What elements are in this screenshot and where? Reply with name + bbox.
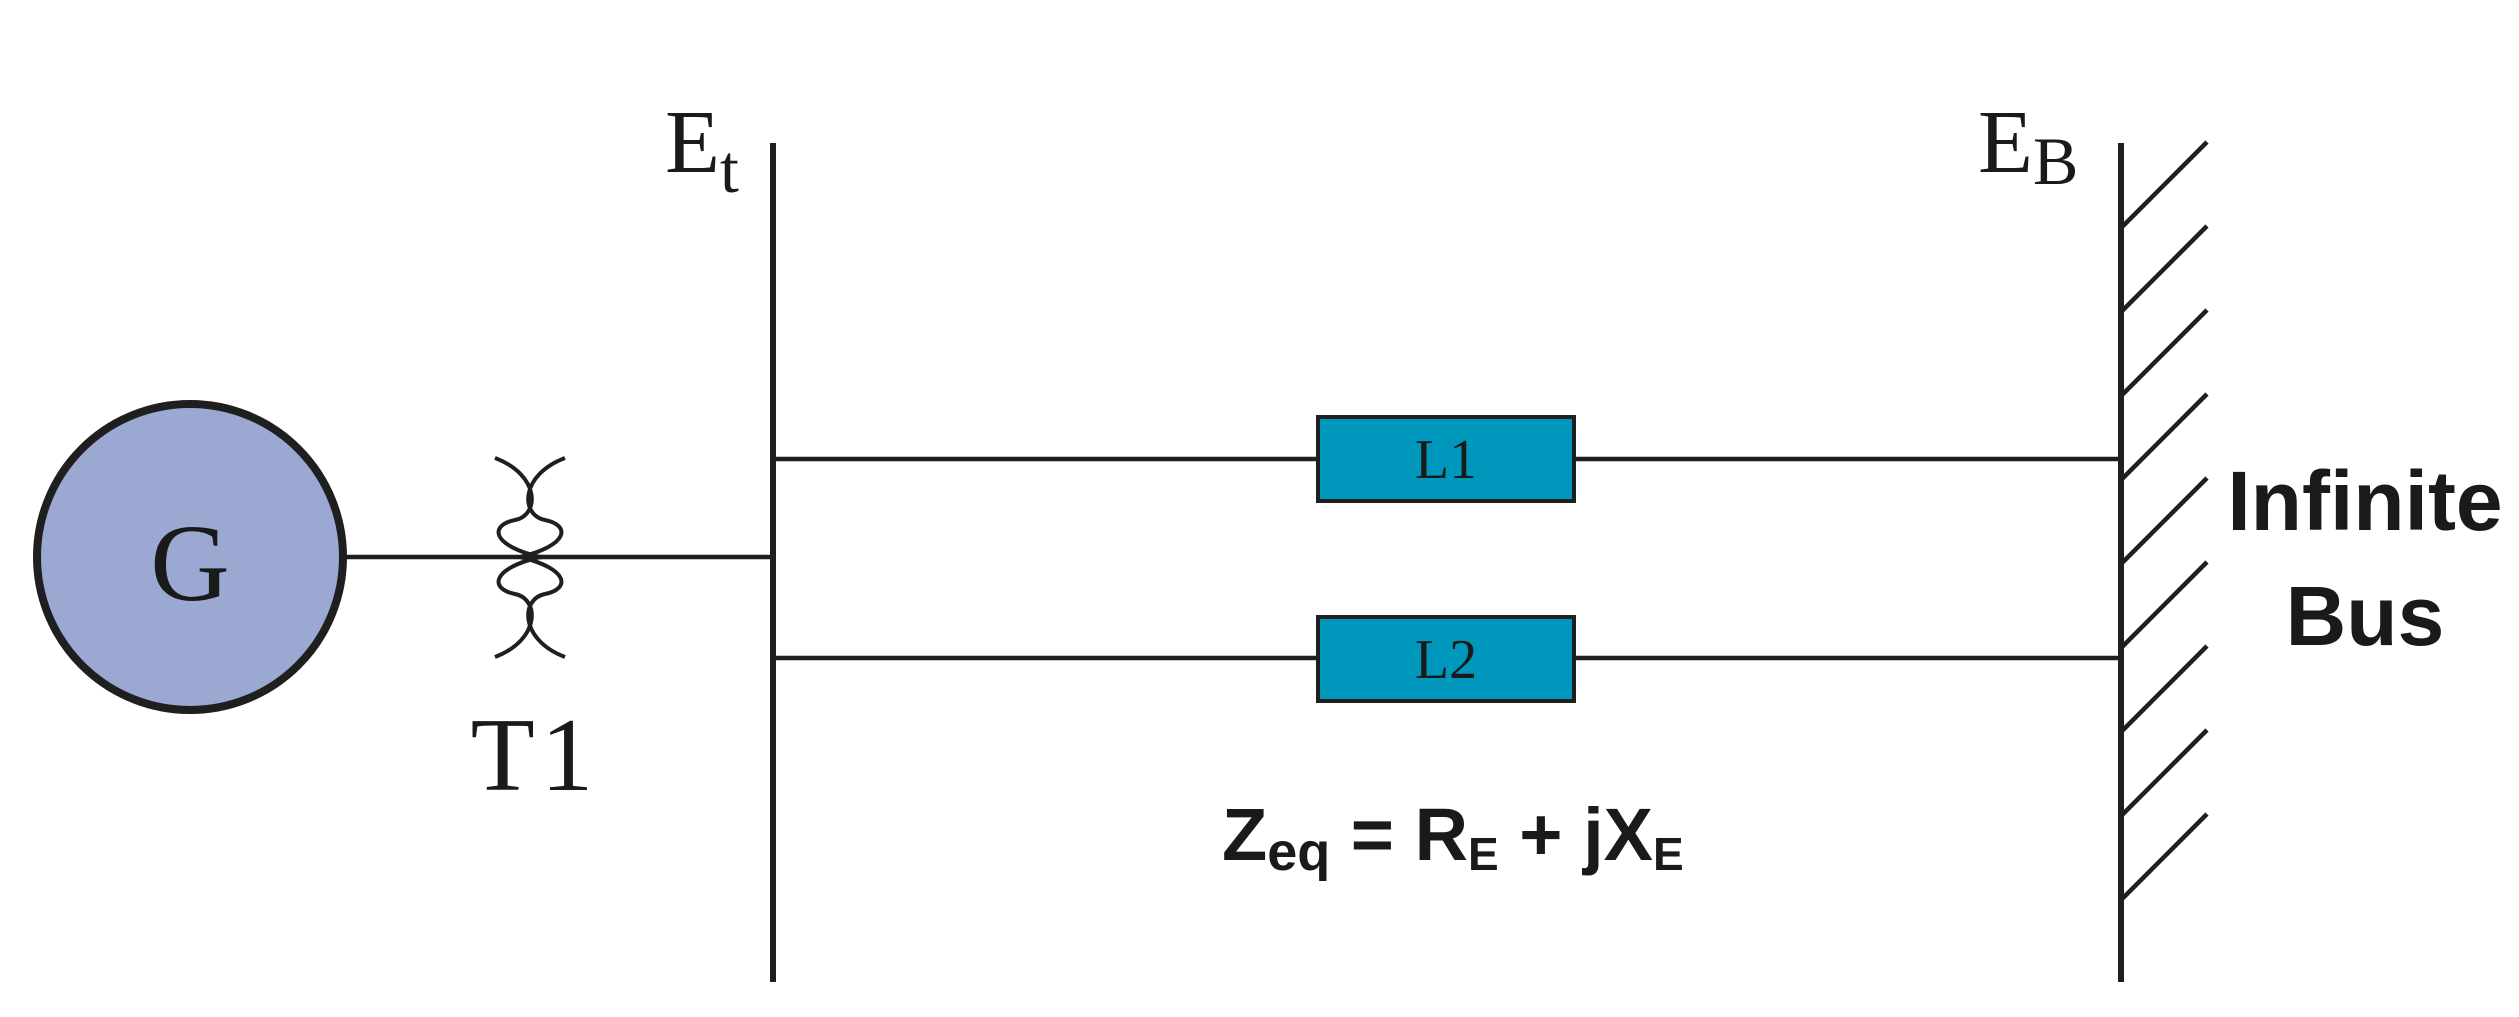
infinite-bus-label-sub: B [2033,123,2078,199]
terminal-bus-label: Et [665,93,739,207]
line-l2-label: L2 [1415,629,1477,691]
transformer-secondary-coil [519,456,566,659]
line-l2-box [1316,615,1576,703]
impedance-equation: Zeq = RE + jXE [1222,793,1684,882]
impedance-r-sub: E [1468,828,1499,880]
hatch-line [2119,644,2209,734]
infinite-bus-caption-line2: Bus [2286,569,2445,663]
hatch-line [2119,728,2209,818]
impedance-jx: jX [1581,793,1653,876]
line-l1-box [1316,415,1576,503]
impedance-z-sub: eq [1267,822,1330,882]
line-l1: L1 [770,415,2124,503]
impedance-x-sub: E [1653,828,1684,880]
impedance-z: Z [1222,793,1267,876]
infinite-bus-hatching [2119,140,2209,902]
terminal-bus-label-main: E [665,93,720,192]
impedance-r: R [1415,793,1468,876]
hatch-line [2119,308,2209,398]
transformer-label: T1 [471,696,600,813]
infinite-bus-label-main: E [1978,93,2033,192]
generator-label: G [150,502,229,624]
impedance-plus: + [1499,793,1583,876]
transformer-t1: T1 [471,456,600,813]
line-l2: L2 [770,615,2124,703]
infinite-bus-label: EB [1978,93,2078,199]
hatch-line [2119,392,2209,482]
terminal-bus-label-sub: t [720,131,739,207]
infinite-bus: EB Infinite Bus [1978,93,2503,982]
hatch-line [2119,560,2209,650]
hatch-line [2119,224,2209,314]
hatch-line [2119,140,2209,230]
generator: G [33,400,347,714]
impedance-equals: = [1330,793,1414,876]
hatch-line [2119,476,2209,566]
line-l1-label: L1 [1415,429,1477,491]
hatch-line [2119,812,2209,902]
infinite-bus-caption-line1: Infinite [2227,454,2502,548]
